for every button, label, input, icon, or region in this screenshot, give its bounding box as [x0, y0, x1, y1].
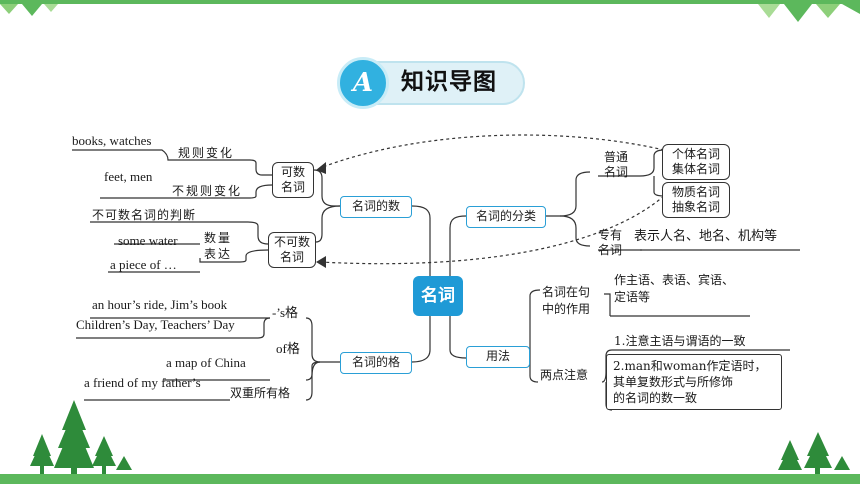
proper-noun-description: 表示人名、地名、机构等	[634, 229, 778, 244]
note-1: 1.注意主语与谓语的一致	[614, 334, 746, 348]
proper-noun-label: 专有 名词	[598, 228, 623, 257]
top-right-triangle-1	[758, 4, 780, 18]
tree-icon-right	[778, 432, 850, 474]
of-case-example: a map of China	[166, 355, 246, 370]
irregular-examples: feet, men	[104, 169, 153, 184]
bottom-border	[0, 474, 860, 484]
common-noun-label: 普通 名词	[604, 150, 629, 179]
quantity-expression-label: 数量 表达	[204, 231, 233, 261]
s-case-label: -’s格	[272, 305, 299, 320]
top-right-triangle-3	[816, 4, 840, 18]
center-node: 名词	[413, 276, 463, 316]
some-water-example: some water	[118, 233, 178, 248]
uncountable-judge-label: 不可数名词的判断	[92, 208, 197, 222]
top-left-triangles	[0, 4, 18, 14]
of-case-label: of格	[276, 341, 300, 356]
top-right-triangle-2	[784, 4, 812, 22]
double-possessive-example: a friend of my father’s	[84, 375, 201, 390]
title-text: 知识导图	[401, 69, 497, 95]
two-notes-label: 两点注意	[540, 368, 589, 382]
top-left-triangle-3	[44, 4, 58, 12]
note-2-box: 2.man和woman作定语时， 其单复数形式与所修饰 的名词的数一致	[606, 354, 782, 410]
irregular-change-label: 不规则变化	[172, 184, 243, 198]
countable-noun-box: 可数 名词	[272, 162, 314, 198]
section-title: A 知识导图	[337, 57, 529, 109]
material-abstract-box: 物质名词 抽象名词	[662, 182, 730, 218]
top-border	[0, 0, 860, 4]
a-piece-of-example: a piece of …	[110, 257, 177, 272]
sentence-role-description: 作主语、表语、宾语、 定语等	[614, 273, 735, 304]
double-possessive-label: 双重所有格	[230, 386, 291, 400]
regular-examples: books, watches	[72, 133, 152, 148]
tree-icon	[30, 400, 132, 474]
regular-change-label: 规则变化	[178, 146, 235, 160]
uncountable-noun-box: 不可数 名词	[268, 232, 316, 268]
branch-number: 名词的数	[340, 196, 412, 218]
branch-possessive: 名词的格	[340, 352, 412, 374]
individual-collective-box: 个体名词 集体名词	[662, 144, 730, 180]
top-left-triangle-2	[22, 4, 42, 16]
s-case-example-2: Children’s Day, Teachers’ Day	[76, 317, 235, 332]
top-right-triangle-4	[842, 4, 860, 14]
sentence-role-label: 名词在句 中的作用	[542, 285, 591, 316]
s-case-example-1: an hour’s ride, Jim’s book	[92, 297, 228, 312]
branch-usage: 用法	[466, 346, 530, 368]
branch-classification: 名词的分类	[466, 206, 546, 228]
title-badge: A	[337, 57, 389, 109]
